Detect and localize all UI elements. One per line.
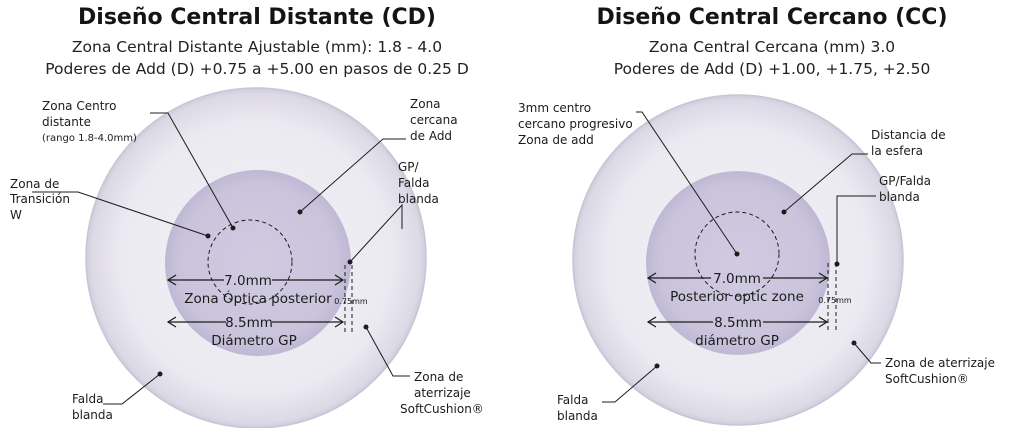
gp-skirt-label-3: blanda [398,192,439,206]
panel-center-distance: 7.0mm Zona Óptica posterior 0.75mm 8.5mm… [0,0,514,428]
subtitle-add-powers: Poderes de Add (D) +1.00, +1.75, +2.50 [613,60,931,78]
landing-label-3: SoftCushion® [400,402,484,416]
center-near-zone [694,211,780,297]
leader-sphere [783,153,868,213]
landing-label-1: Zona de [414,370,463,384]
dim-70-arrow-right [818,272,829,284]
dot-near-add [297,209,303,215]
dim-85-arrow-left [646,316,657,328]
center-near-label-2: cercano progresivo [518,117,633,131]
transition-label-1: Zona de [10,177,59,191]
lens-diagram-cc: 7.0mm Posterior optic zone 0.75mm 8.5mm … [518,94,995,426]
soft-skirt-label-2: blanda [557,409,598,423]
optic-zone-label: Zona Óptica posterior [184,289,332,307]
leader-transition [32,191,209,237]
gp-diameter-label: Diámetro GP [211,333,297,349]
title-center-near: Diseño Central Cercano (CC) [596,5,948,30]
leader-soft-skirt [602,365,658,403]
center-zone-label-3: (rango 1.8-4.0mm) [42,133,137,144]
near-add-label-2: cercana [410,113,458,127]
near-add-label-3: de Add [410,129,452,143]
leader-gp-skirt [836,195,876,264]
dim-70-label: 7.0mm [713,271,761,287]
dim-70-arrow-left [166,274,177,286]
center-distance-zone [207,219,293,305]
dot-sphere [781,209,787,215]
dim-075-label: 0.75mm [818,296,852,305]
optic-zone-label: Posterior optic zone [670,289,804,305]
landing-label-1: Zona de aterrizaje [885,356,995,370]
dot-center-zone [230,225,236,231]
lens-gp-zone [646,171,830,355]
center-zone-label-1: Zona Centro [42,99,116,113]
dot-gp-skirt [347,259,353,265]
dim-70-arrow-left [646,272,657,284]
leader-gp-skirt [349,203,403,263]
gp-diameter-label: diámetro GP [695,333,779,349]
dim-85-arrow-right [334,316,345,328]
gp-skirt-label-2: blanda [879,190,920,204]
dim-85-arrow-right [818,316,829,328]
lens-diagram-cd: 7.0mm Zona Óptica posterior 0.75mm 8.5mm… [9,87,484,428]
soft-skirt-label-2: blanda [72,408,113,422]
landing-label-2: aterrizaje [414,386,471,400]
dim-70-label: 7.0mm [224,273,272,289]
soft-skirt-label-1: Falda [557,393,588,407]
transition-label-2: Transición [9,192,70,206]
center-zone-label-2: distante [42,115,91,129]
gp-skirt-label-2: Falda [398,176,429,190]
soft-skirt-label-1: Falda [72,392,103,406]
gp-skirt-label-1: GP/ [398,160,420,174]
leader-landing [853,342,881,364]
leader-landing [365,326,410,377]
leader-center-near [636,111,738,255]
dot-landing [363,324,369,330]
title-center-distance: Diseño Central Distante (CD) [78,5,436,30]
near-add-label-1: Zona [410,97,441,111]
leader-near-add [299,138,406,213]
dot-gp-skirt [834,261,840,267]
landing-label-2: SoftCushion® [885,372,969,386]
lens-gp-zone [165,170,351,356]
sphere-label-2: la esfera [871,144,923,158]
transition-label-3: W [10,208,22,222]
dot-transition [205,233,211,239]
dim-85-arrow-left [166,316,177,328]
subtitle-near-zone: Zona Central Cercana (mm) 3.0 [648,38,896,56]
leader-soft-skirt [103,373,161,405]
dot-center-near [734,251,740,257]
gp-skirt-label-1: GP/Falda [879,174,931,188]
subtitle-distance-zone: Zona Central Distante Ajustable (mm): 1.… [71,38,443,56]
dot-landing [851,340,857,346]
sphere-label-1: Distancia de [871,128,946,142]
dot-soft-skirt [654,363,660,369]
center-near-label-1: 3mm centro [518,101,591,115]
subtitle-add-powers: Poderes de Add (D) +0.75 a +5.00 en paso… [45,60,469,78]
panel-center-near: 7.0mm Posterior optic zone 0.75mm 8.5mm … [515,0,1029,428]
dim-075-label: 0.75mm [334,297,368,306]
dim-85-label: 8.5mm [225,315,273,331]
center-near-label-3: Zona de add [518,133,594,147]
dim-70-arrow-right [334,274,345,286]
dot-soft-skirt [157,371,163,377]
dim-85-label: 8.5mm [714,315,762,331]
leader-center-zone [150,112,234,229]
